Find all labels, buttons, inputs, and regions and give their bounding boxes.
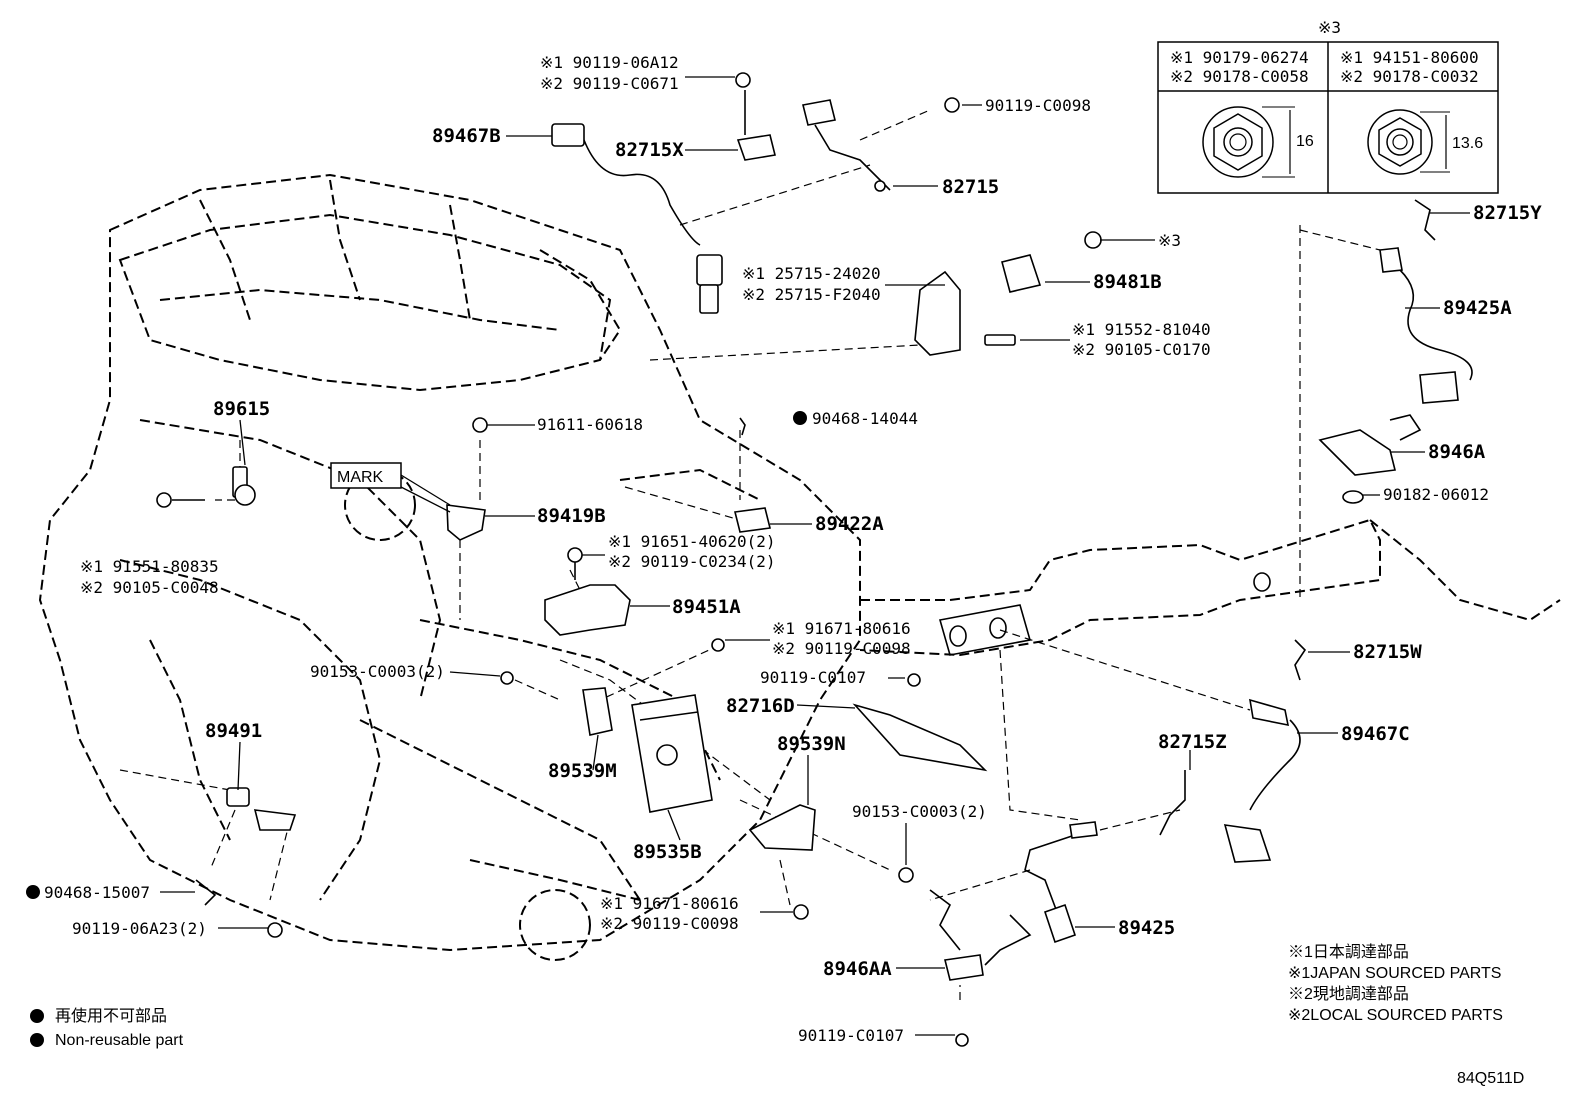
bracket-82716D[interactable] bbox=[852, 673, 988, 772]
label-82715Y: 82715Y bbox=[1473, 202, 1542, 224]
clamp-82715W[interactable] bbox=[1294, 639, 1307, 681]
legend-non-reusable: Non-reusable part bbox=[55, 1032, 184, 1049]
bracket-82715X[interactable] bbox=[735, 72, 776, 161]
label-82715X: 82715X bbox=[615, 139, 684, 161]
label-90182-06012: 90182-06012 bbox=[1383, 485, 1489, 504]
label-82715Z: 82715Z bbox=[1158, 731, 1227, 753]
label-25715-24020: ※1 25715-24020 bbox=[742, 264, 881, 283]
nut-left-row2: ※2 90178-C0058 bbox=[1170, 67, 1309, 86]
oxygen-sensor-89425A[interactable] bbox=[1379, 247, 1473, 404]
knock-sensor-89615[interactable] bbox=[156, 466, 256, 508]
label-90119-C0098-a: ※2 90119-C0098 bbox=[772, 639, 911, 658]
bullet-icon bbox=[30, 1033, 44, 1047]
label-89419B: 89419B bbox=[537, 505, 606, 527]
label-91552-81040: ※1 91552-81040 bbox=[1072, 320, 1211, 339]
legend-japan: ※1JAPAN SOURCED PARTS bbox=[1288, 965, 1501, 982]
label-89539M: 89539M bbox=[548, 760, 617, 782]
ecu-89535B[interactable] bbox=[631, 694, 713, 813]
legend-local: ※2LOCAL SOURCED PARTS bbox=[1288, 1007, 1503, 1024]
label-91671-80616-a: ※1 91671-80616 bbox=[772, 619, 911, 638]
cam-sensor-89419B[interactable] bbox=[446, 417, 488, 541]
label-89481B: 89481B bbox=[1093, 271, 1162, 293]
label-82716D: 82716D bbox=[726, 695, 795, 717]
air-fuel-sensor-89467B[interactable] bbox=[551, 123, 723, 314]
temp-sensor-89422A[interactable] bbox=[734, 411, 807, 533]
label-90119-C0098-b: ※2 90119-C0098 bbox=[600, 914, 739, 933]
label-89467B: 89467B bbox=[432, 125, 501, 147]
label-ref-3: ※3 bbox=[1158, 231, 1181, 250]
label-90105-C0048: ※2 90105-C0048 bbox=[80, 578, 219, 597]
nut-right-row2: ※2 90178-C0032 bbox=[1340, 67, 1479, 86]
label-25715-F2040: ※2 25715-F2040 bbox=[742, 285, 881, 304]
label-90153-C0003-a: 90153-C0003(2) bbox=[310, 662, 445, 681]
bracket-8946AA[interactable] bbox=[929, 889, 1032, 981]
clamp-82715Y[interactable] bbox=[1414, 199, 1436, 241]
label-89539N: 89539N bbox=[777, 733, 846, 755]
oxygen-sensor-89425[interactable] bbox=[1024, 821, 1098, 944]
legend-jp-japan: ※1日本調達部品 bbox=[1288, 943, 1409, 961]
label-90119-C0671: ※2 90119-C0671 bbox=[540, 74, 679, 93]
label-90119-06A12: ※1 90119-06A12 bbox=[540, 53, 679, 72]
sensor-89491[interactable] bbox=[226, 787, 297, 831]
label-82715: 82715 bbox=[942, 176, 999, 198]
label-91651-40620: ※1 91651-40620(2) bbox=[608, 532, 776, 551]
label-91551-80835: ※1 91551-80835 bbox=[80, 557, 219, 576]
hex-nut-small-icon bbox=[1367, 109, 1450, 175]
label-90119-C0098: 90119-C0098 bbox=[985, 96, 1091, 115]
legend-jp-local: ※2現地調達部品 bbox=[1288, 985, 1409, 1003]
label-90153-C0003-b: 90153-C0003(2) bbox=[852, 802, 987, 821]
bullet-icon bbox=[30, 1009, 44, 1023]
non-reusable-legend: 再使用不可部品 Non-reusable part bbox=[30, 1007, 184, 1049]
label-8946AA: 8946AA bbox=[823, 958, 892, 980]
label-90105-C0170: ※2 90105-C0170 bbox=[1072, 340, 1211, 359]
label-90119-06A23: 90119-06A23(2) bbox=[72, 919, 207, 938]
label-90468-14044: 90468-14044 bbox=[812, 409, 918, 428]
lower-bolts bbox=[195, 638, 969, 1047]
position-sensor-89451A[interactable] bbox=[544, 547, 631, 636]
hex-nut-large-icon bbox=[1202, 106, 1295, 178]
non-reusable-dot-icon-2 bbox=[26, 885, 40, 899]
legend-jp-non-reusable: 再使用不可部品 bbox=[55, 1007, 167, 1025]
label-89535B: 89535B bbox=[633, 841, 702, 863]
label-91671-80616-b: ※1 91671-80616 bbox=[600, 894, 739, 913]
sourcing-legend: ※1日本調達部品 ※1JAPAN SOURCED PARTS ※2現地調達部品 … bbox=[1288, 943, 1503, 1024]
non-reusable-dot-icon bbox=[793, 411, 807, 425]
label-89467C: 89467C bbox=[1341, 723, 1410, 745]
label-90119-C0107-b: 90119-C0107 bbox=[798, 1026, 904, 1045]
engine-assembly-outline bbox=[38, 173, 861, 961]
nut-right-row1: ※1 94151-80600 bbox=[1340, 48, 1479, 67]
label-89615: 89615 bbox=[213, 398, 270, 420]
clamp-82715Z[interactable] bbox=[1159, 770, 1186, 836]
label-90119-C0234: ※2 90119-C0234(2) bbox=[608, 552, 776, 571]
labels: 89467B 82715X 82715 90119-C0098 ※1 90119… bbox=[44, 53, 1542, 1045]
wire-clamp-82715[interactable] bbox=[802, 97, 960, 192]
bracket-89539M[interactable] bbox=[582, 687, 613, 736]
label-8946A: 8946A bbox=[1428, 441, 1486, 463]
nut-spec-table: ※3 ※1 90179-06274 ※2 90178-C0058 ※1 9415… bbox=[1157, 18, 1499, 194]
exhaust-pipe bbox=[859, 518, 1561, 657]
pressure-sensor-89481B[interactable] bbox=[984, 231, 1102, 346]
label-89425: 89425 bbox=[1118, 917, 1175, 939]
label-91611-60618: 91611-60618 bbox=[537, 415, 643, 434]
nut-left-dim: 16 bbox=[1296, 133, 1314, 150]
nut-left-row1: ※1 90179-06274 bbox=[1170, 48, 1309, 67]
label-89422A: 89422A bbox=[815, 513, 884, 535]
air-fuel-sensor-89467C[interactable] bbox=[1223, 698, 1301, 863]
label-leaders bbox=[160, 76, 1470, 1036]
label-82715W: 82715W bbox=[1353, 641, 1422, 663]
bracket-89539N[interactable] bbox=[748, 804, 816, 851]
mark-label-box: MARK bbox=[330, 462, 451, 513]
nut-90182[interactable] bbox=[1342, 490, 1364, 504]
label-89425A: 89425A bbox=[1443, 297, 1512, 319]
drawing-code: 84Q511D bbox=[1457, 1070, 1524, 1087]
label-90119-C0107-a: 90119-C0107 bbox=[760, 668, 866, 687]
nut-table-title: ※3 bbox=[1318, 18, 1341, 37]
label-90468-15007: 90468-15007 bbox=[44, 883, 150, 902]
bracket-8946A[interactable] bbox=[1318, 414, 1422, 476]
mark-label: MARK bbox=[337, 469, 384, 486]
bracket-25715[interactable] bbox=[914, 270, 961, 356]
nut-right-dim: 13.6 bbox=[1452, 135, 1483, 152]
label-89451A: 89451A bbox=[672, 596, 741, 618]
label-89491: 89491 bbox=[205, 720, 262, 742]
